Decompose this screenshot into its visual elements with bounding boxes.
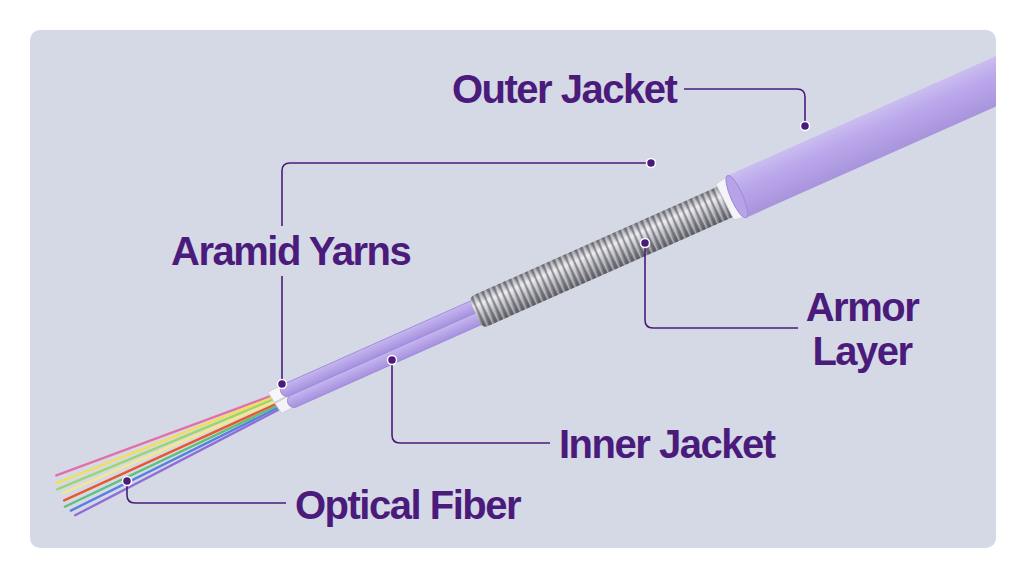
leader-lines — [127, 89, 805, 503]
leader-dot — [123, 477, 132, 486]
inner-jacket — [278, 297, 484, 398]
jacket-cut — [722, 173, 752, 220]
optical-fibers — [52, 380, 289, 518]
armor-layer — [469, 179, 748, 328]
part-label: Outer Jacket — [452, 67, 676, 111]
part-label: Armor Layer — [792, 285, 932, 373]
leader-dot — [641, 239, 650, 248]
leader-dot — [801, 122, 810, 131]
outer-jacket — [727, 30, 996, 218]
leader-dot — [388, 356, 397, 365]
armor-ridges — [469, 179, 748, 328]
part-label: Aramid Yarns — [171, 229, 410, 273]
leader-dots — [123, 122, 810, 486]
leader-dot — [647, 159, 656, 168]
leader-line — [282, 163, 651, 226]
leader-line — [281, 276, 283, 384]
leader-line — [684, 89, 805, 126]
background-panel — [30, 30, 996, 548]
leader-line — [127, 481, 286, 503]
part-label: Optical Fiber — [295, 483, 520, 527]
part-label: Inner Jacket — [559, 422, 774, 466]
leader-line — [392, 360, 550, 443]
fiber-cable — [51, 30, 996, 520]
leader-line — [645, 243, 798, 328]
inner-jacket — [285, 309, 489, 410]
leader-dot — [278, 380, 287, 389]
